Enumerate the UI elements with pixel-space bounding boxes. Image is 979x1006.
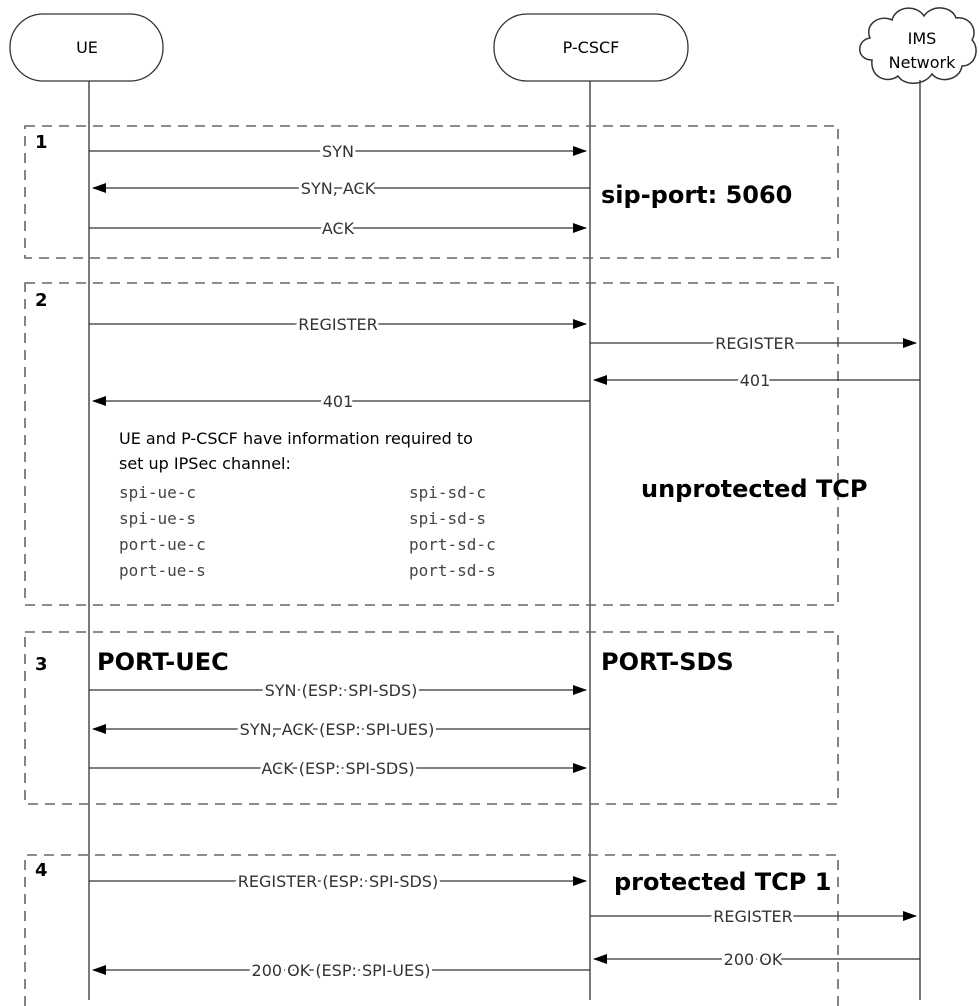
ims-label-line1: IMS xyxy=(908,29,937,48)
port-sds-label: PORT-SDS xyxy=(601,648,734,676)
ims-label-line2: Network xyxy=(889,53,957,72)
group-title-unprotected-tcp: unprotected TCP xyxy=(641,475,868,503)
param-spi-sd-s: spi-sd-s xyxy=(409,509,486,528)
msg-200ok-ims-label: 200 OK xyxy=(724,950,783,969)
group-number-3: 3 xyxy=(35,654,48,675)
param-port-sd-s: port-sd-s xyxy=(409,561,496,580)
group-number-2: 2 xyxy=(35,290,48,311)
param-port-ue-c: port-ue-c xyxy=(119,535,206,554)
msg-401-ue-label: 401 xyxy=(323,392,354,411)
msg-register-ims-label: REGISTER xyxy=(715,334,795,353)
msg-200ok-ue-label: 200 OK (ESP: SPI-UES) xyxy=(252,961,431,980)
msg-register-ims-2-label: REGISTER xyxy=(713,907,793,926)
msg-synack-label: SYN, ACK xyxy=(301,179,376,198)
group-title-sip-port: sip-port: 5060 xyxy=(601,181,792,209)
param-spi-sd-c: spi-sd-c xyxy=(409,483,486,502)
param-spi-ue-c: spi-ue-c xyxy=(119,483,196,502)
note-line-2: set up IPSec channel: xyxy=(119,454,291,473)
participant-pcscf: P-CSCF xyxy=(493,13,689,82)
msg-ack-label: ACK xyxy=(322,219,355,238)
param-spi-ue-s: spi-ue-s xyxy=(119,509,196,528)
msg-esp-register-label: REGISTER (ESP: SPI-SDS) xyxy=(238,872,438,891)
msg-esp-syn-label: SYN (ESP: SPI-SDS) xyxy=(265,681,418,700)
participant-pcscf-label: P-CSCF xyxy=(563,38,620,57)
msg-register-ue-label: REGISTER xyxy=(298,315,378,334)
group-frame-4 xyxy=(24,854,839,1006)
group-frame-2 xyxy=(24,282,839,606)
cloud-icon xyxy=(859,7,977,84)
msg-esp-synack-label: SYN, ACK (ESP: SPI-UES) xyxy=(240,720,435,739)
param-port-ue-s: port-ue-s xyxy=(119,561,206,580)
participant-ims-network: IMS Network xyxy=(859,7,977,84)
msg-syn-label: SYN xyxy=(322,142,354,161)
group-number-4: 4 xyxy=(35,860,48,881)
group-frame-1 xyxy=(24,125,839,259)
group-number-1: 1 xyxy=(35,132,48,153)
participant-ue: UE xyxy=(9,13,164,82)
port-uec-label: PORT-UEC xyxy=(97,648,229,676)
note-line-1: UE and P-CSCF have information required … xyxy=(119,429,473,448)
param-port-sd-c: port-sd-c xyxy=(409,535,496,554)
msg-esp-ack-label: ACK (ESP: SPI-SDS) xyxy=(261,759,414,778)
msg-401-ims-label: 401 xyxy=(740,371,771,390)
group-title-protected-tcp: protected TCP 1 xyxy=(614,868,831,896)
participant-ue-label: UE xyxy=(76,38,98,57)
